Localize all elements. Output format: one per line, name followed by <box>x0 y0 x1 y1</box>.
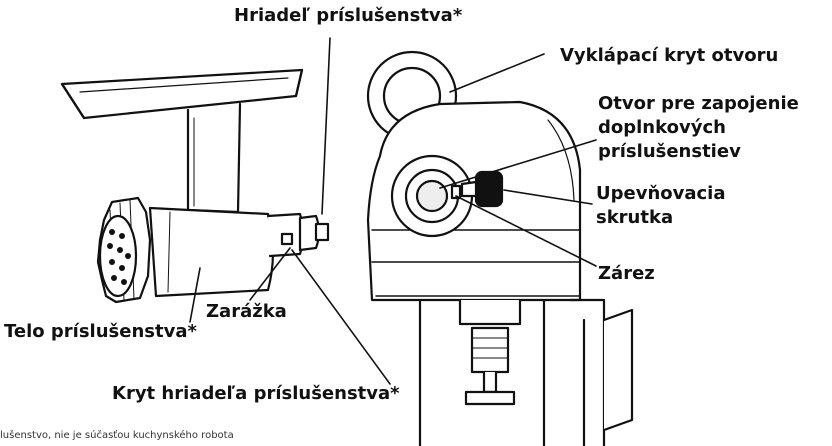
feed-neck <box>186 102 242 214</box>
label-stopper: Zarážka <box>206 301 287 322</box>
hopper-tray <box>60 68 304 120</box>
label-outlet-line1: Otvor pre zapojenie <box>598 93 799 114</box>
locking-knob <box>474 170 504 208</box>
outlet-notch <box>450 184 462 200</box>
footnote-text: lušenstvo, nie je súčasťou kuchynského r… <box>0 430 234 441</box>
label-hinged-cover: Vyklápací kryt otvoru <box>560 45 779 66</box>
label-accessory-body: Telo príslušenstva* <box>4 321 197 342</box>
label-notch: Zárez <box>598 263 655 284</box>
grinder-accessory <box>60 68 330 304</box>
label-outlet-line2: doplnkových <box>598 117 726 138</box>
leader-lines <box>189 37 597 385</box>
beater-shaft <box>470 326 510 374</box>
head-dome <box>366 100 582 302</box>
label-knob-line2: skrutka <box>596 207 674 228</box>
grinding-plate <box>98 214 138 298</box>
bowl-lift-lever <box>568 298 606 446</box>
label-accessory-shaft: Hriadeľ príslušenstva* <box>234 5 463 26</box>
stopper-pin <box>280 232 294 246</box>
label-shaft-cover: Kryt hriadeľa príslušenstva* <box>112 383 400 404</box>
label-knob-line1: Upevňovacia <box>596 183 726 204</box>
label-outlet-line3: príslušenstiev <box>598 141 741 162</box>
mixer-head <box>366 50 634 446</box>
